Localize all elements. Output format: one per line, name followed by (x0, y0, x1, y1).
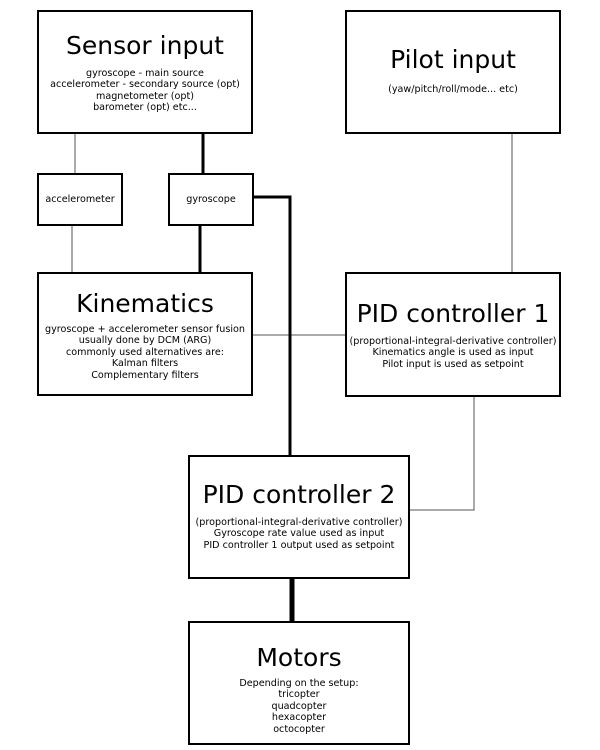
pilot-input-box: Pilot input (yaw/pitch/roll/mode... etc) (345, 10, 561, 134)
pid-controller-2-line: Gyroscope rate value used as input (213, 528, 385, 539)
motors-line: quadcopter (271, 700, 327, 712)
pid-controller-2-line: (proportional-integral-derivative contro… (195, 516, 403, 528)
pid-controller-2-box: PID controller 2 (proportional-integral-… (188, 455, 410, 579)
motors-line: tricopter (278, 689, 320, 700)
kinematics-line: commonly used alternatives are: (65, 346, 225, 358)
sensor-input-title: Sensor input (66, 31, 224, 60)
gyroscope-label: gyroscope (186, 194, 236, 205)
pid-controller-1-box: PID controller 1 (proportional-integral-… (345, 272, 561, 397)
sensor-input-line: magnetometer (opt) (95, 90, 195, 102)
sensor-input-line: barometer (opt) etc... (93, 102, 197, 113)
accelerometer-label: accelerometer (45, 194, 115, 205)
pid-controller-2-title: PID controller 2 (202, 480, 396, 509)
kinematics-line: Complementary filters (91, 369, 199, 381)
motors-title: Motors (256, 643, 342, 672)
pid-controller-1-line: Pilot input is used as setpoint (382, 358, 524, 370)
kinematics-line: Kalman filters (111, 358, 179, 369)
sensor-input-line: accelerometer - secondary source (opt) (50, 79, 240, 90)
kinematics-title: Kinematics (76, 289, 214, 318)
pid-controller-1-line: (proportional-integral-derivative contro… (349, 335, 557, 347)
motors-box: Motors Depending on the setup: tricopter… (188, 621, 410, 745)
kinematics-line: gyroscope + accelerometer sensor fusion (45, 323, 245, 335)
sensor-input-box: Sensor input gyroscope - main source acc… (37, 10, 253, 134)
motors-line: Depending on the setup: (239, 677, 359, 689)
kinematics-box: Kinematics gyroscope + accelerometer sen… (37, 272, 253, 396)
connector-pid1-to-pid2 (410, 397, 475, 511)
gyroscope-box: gyroscope (168, 173, 254, 226)
sensor-input-line: gyroscope - main source (86, 67, 204, 79)
connector-gyroscope-to-pid2 (254, 195, 292, 455)
pid-controller-1-title: PID controller 1 (356, 299, 550, 328)
pilot-input-title: Pilot input (390, 45, 516, 74)
accelerometer-box: accelerometer (37, 173, 123, 226)
pid-controller-1-line: Kinematics angle is used as input (372, 347, 534, 358)
motors-line: hexacopter (271, 712, 327, 723)
kinematics-line: usually done by DCM (ARG) (78, 335, 212, 346)
pid-controller-2-line: PID controller 1 output used as setpoint (203, 539, 395, 551)
pilot-input-line: (yaw/pitch/roll/mode... etc) (388, 83, 518, 95)
motors-line: octocopter (273, 723, 325, 735)
